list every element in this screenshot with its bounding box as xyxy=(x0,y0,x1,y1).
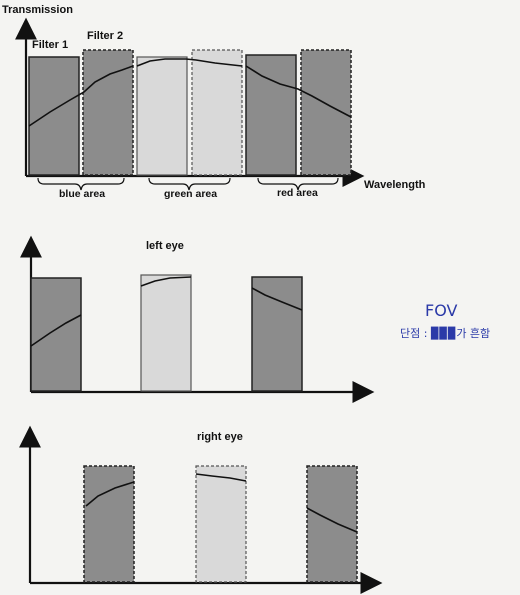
left-eye-red-band xyxy=(251,276,303,392)
y-axis-label: Transmission xyxy=(2,4,73,16)
right-eye-green-band xyxy=(195,465,247,583)
right-eye-blue-band xyxy=(83,465,135,583)
left-eye-green-curve xyxy=(140,276,192,287)
red-filter1-band xyxy=(245,54,297,176)
left-eye-blue-curve xyxy=(30,314,82,347)
blue-filter1-band xyxy=(28,56,80,176)
handwritten-fov: FOV xyxy=(425,301,458,320)
right-eye-red-curve xyxy=(306,507,358,533)
blue-transmission-curve xyxy=(28,65,134,127)
x-axis-label: Wavelength xyxy=(364,179,426,191)
right-eye-green-curve xyxy=(195,473,247,482)
handwritten-korean: 단점 : ▉▉▉가 흔함 xyxy=(400,326,490,340)
left-eye-panel: left eye xyxy=(20,235,375,403)
filter2-label: Filter 2 xyxy=(87,30,123,42)
red-transmission-curve xyxy=(245,65,352,118)
left-eye-red-curve xyxy=(251,287,303,311)
blue-filter2-band xyxy=(82,49,134,176)
right-eye-red-band xyxy=(306,465,358,583)
green-filter1-band xyxy=(136,56,188,176)
red-area-label: red area xyxy=(277,187,318,199)
left-eye-blue-band xyxy=(30,277,82,392)
green-transmission-curve xyxy=(136,58,243,67)
handwritten-note: FOV 단점 : ▉▉▉가 흔함 xyxy=(400,301,490,340)
blue-area-label: blue area xyxy=(59,188,105,200)
right-eye-blue-curve xyxy=(85,481,135,507)
blue-area-brace xyxy=(37,177,125,191)
right-eye-title: right eye xyxy=(197,431,243,443)
right-eye-panel: right eye xyxy=(19,425,383,594)
green-area-label: green area xyxy=(164,188,217,200)
top-panel: Transmission Wavelength Filter 1 Filter … xyxy=(2,4,426,200)
filter1-label: Filter 1 xyxy=(32,39,68,51)
left-eye-title: left eye xyxy=(146,240,184,252)
green-filter2-band xyxy=(191,49,243,176)
left-eye-green-band xyxy=(140,274,192,392)
green-area-brace xyxy=(148,177,231,191)
red-area-brace xyxy=(257,177,339,191)
